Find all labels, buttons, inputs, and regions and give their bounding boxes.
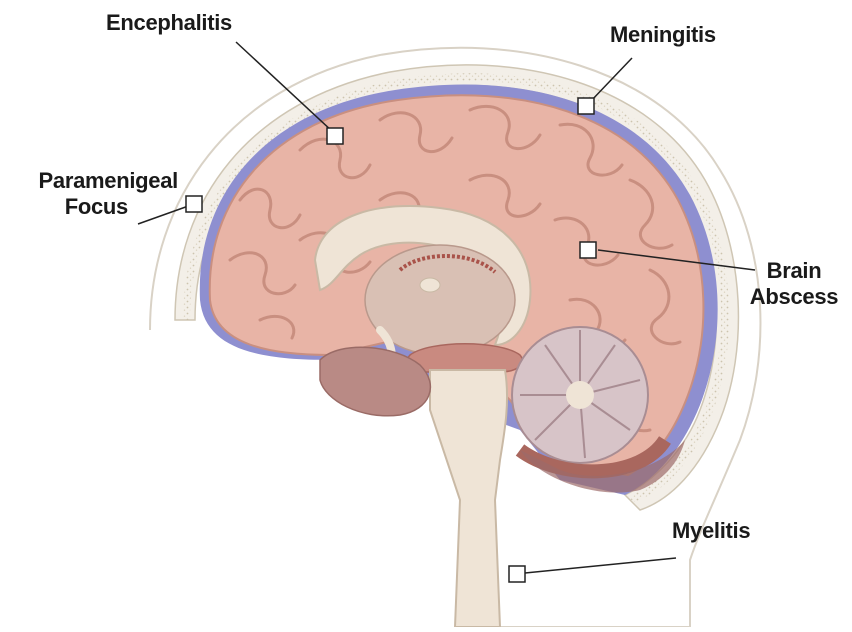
- label-paramenigeal-line2: Focus: [6, 194, 128, 220]
- paramenigeal-focus-marker[interactable]: [186, 196, 202, 212]
- encephalitis-marker[interactable]: [327, 128, 343, 144]
- label-brain-abscess: Brain Abscess: [744, 258, 844, 310]
- brain-abscess-marker[interactable]: [580, 242, 596, 258]
- label-encephalitis: Encephalitis: [106, 10, 232, 36]
- label-paramenigeal-focus: Paramenigeal Focus: [6, 168, 178, 220]
- pons: [406, 344, 522, 372]
- brainstem: [430, 370, 507, 627]
- meningitis-marker[interactable]: [578, 98, 594, 114]
- myelitis-marker[interactable]: [509, 566, 525, 582]
- label-brain-abscess-line2: Abscess: [744, 284, 844, 310]
- label-brain-abscess-line1: Brain: [744, 258, 844, 284]
- label-myelitis: Myelitis: [672, 518, 750, 544]
- label-paramenigeal-line1: Paramenigeal: [6, 168, 178, 194]
- label-meningitis: Meningitis: [610, 22, 716, 48]
